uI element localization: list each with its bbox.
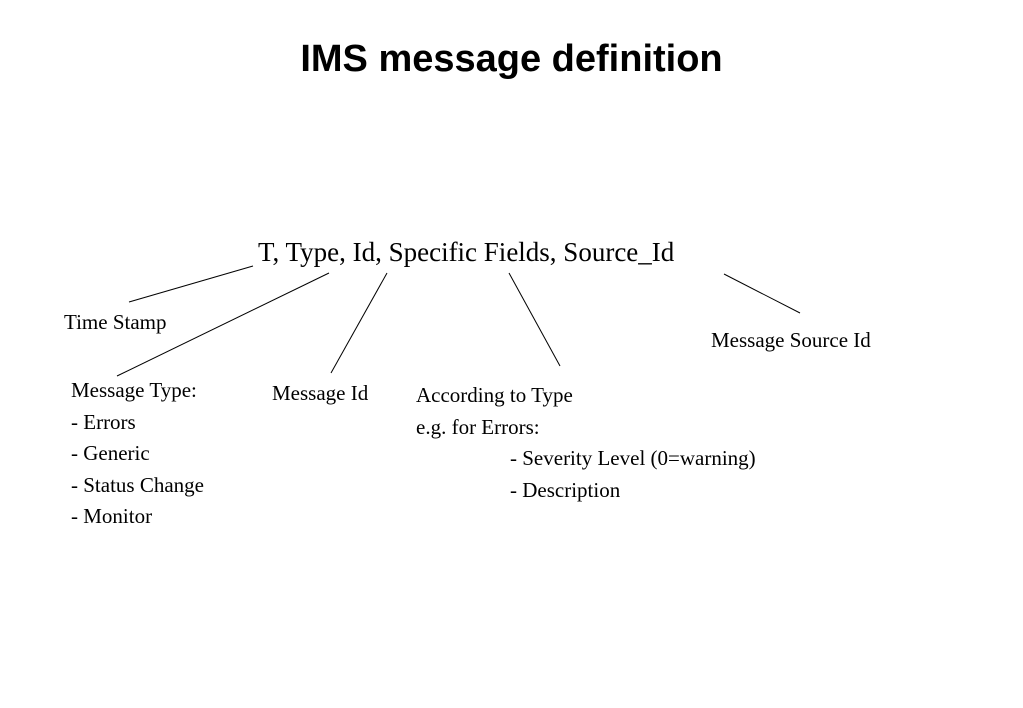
connector-message-id xyxy=(330,272,388,374)
connector-specific-fields xyxy=(508,272,561,367)
connector-time-stamp xyxy=(128,265,254,303)
message-type-item-status-change: - Status Change xyxy=(71,472,204,497)
specific-fields-block: According to Type e.g. for Errors: - Sev… xyxy=(416,380,756,506)
page-title: IMS message definition xyxy=(300,38,723,80)
specific-fields-item-description: - Description xyxy=(510,477,621,502)
message-type-item-monitor: - Monitor xyxy=(71,504,153,528)
message-id-label: Message Id xyxy=(272,381,369,405)
message-type-item-errors: - Errors xyxy=(71,409,136,434)
specific-fields-item-severity: - Severity Level (0=warning) xyxy=(510,446,756,470)
connector-message-type xyxy=(116,272,330,377)
time-stamp-label: Time Stamp xyxy=(64,310,167,334)
message-type-item-generic: - Generic xyxy=(71,441,150,465)
specific-fields-line2: e.g. for Errors: xyxy=(416,414,540,439)
specific-fields-line1: According to Type xyxy=(416,383,573,407)
message-type-block: Message Type: - Errors - Generic - Statu… xyxy=(71,375,204,533)
connector-source-id xyxy=(723,273,801,314)
message-record: T, Type, Id, Specific Fields, Source_Id xyxy=(258,237,675,267)
message-type-heading: Message Type: xyxy=(71,378,197,402)
message-source-id-label: Message Source Id xyxy=(711,328,871,352)
